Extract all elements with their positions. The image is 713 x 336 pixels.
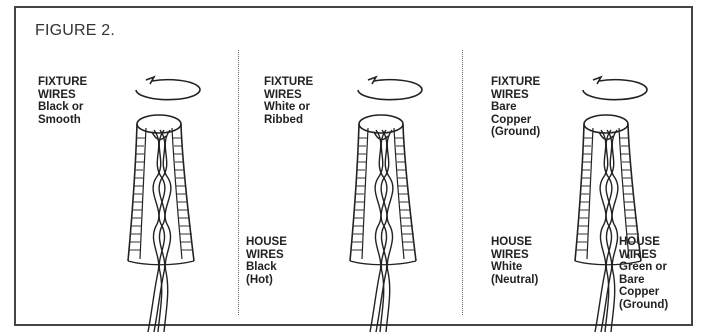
fixture-wires-label-line: WIRES <box>264 88 302 101</box>
fixture-wires-label-line: FIXTURE <box>264 76 314 88</box>
fixture-wires-label-line: Smooth <box>38 113 81 126</box>
fixture-wires-label-line: Ribbed <box>264 113 303 126</box>
wire-nut-illustration <box>574 75 648 333</box>
figure-title: FIGURE 2. <box>35 22 116 39</box>
house-wires-label-line: Copper <box>619 286 660 298</box>
twisted-wires-icon <box>369 129 394 333</box>
wire-nut-icon <box>349 114 417 266</box>
house-wires-label-line: WIRES <box>246 248 284 261</box>
wire-nut-illustration <box>127 75 201 333</box>
house-wires-label-line: HOUSE <box>246 236 287 248</box>
fixture-wires-label-line: WIRES <box>38 88 76 101</box>
fixture-wires-label-line: FIXTURE <box>491 76 541 88</box>
house-wires-label-line: HOUSE <box>491 236 532 248</box>
fixture-wires-label-line: White or <box>264 101 310 113</box>
twist-arrow-icon <box>135 75 201 101</box>
house-wires-label-line: Green or <box>619 261 667 273</box>
house-wires-label-line: White <box>491 261 523 273</box>
house-wires-label-line: Black <box>246 261 277 273</box>
house-wires-label-line: (Neutral) <box>491 273 539 286</box>
twist-arrow-icon <box>582 75 648 101</box>
fixture-wires-label-line: Black or <box>38 101 84 113</box>
panel-divider-2 <box>462 50 463 315</box>
fixture-wires-label-line: (Ground) <box>491 126 541 138</box>
panel-divider-1 <box>238 50 239 315</box>
house-wires-label-line: (Ground) <box>619 298 669 311</box>
house-wires-label-line: (Hot) <box>246 273 273 286</box>
wire-nut-icon <box>127 114 195 266</box>
figure-frame: FIGURE 2. <box>14 6 693 326</box>
fixture-wires-label-line: FIXTURE <box>38 76 88 88</box>
house-wires-label-line: WIRES <box>491 248 529 261</box>
fixture-wires-label-line: Copper <box>491 113 532 126</box>
house-wires-label-line: Bare <box>619 273 645 286</box>
wire-nut-icon <box>574 114 642 266</box>
twist-arrow-icon <box>357 75 423 101</box>
wire-nut-illustration <box>349 75 423 333</box>
fixture-wires-label-line: Bare <box>491 101 517 113</box>
fixture-wires-label-line: WIRES <box>491 88 529 101</box>
twisted-wires-icon <box>147 129 172 333</box>
twisted-wires-icon <box>594 129 619 333</box>
